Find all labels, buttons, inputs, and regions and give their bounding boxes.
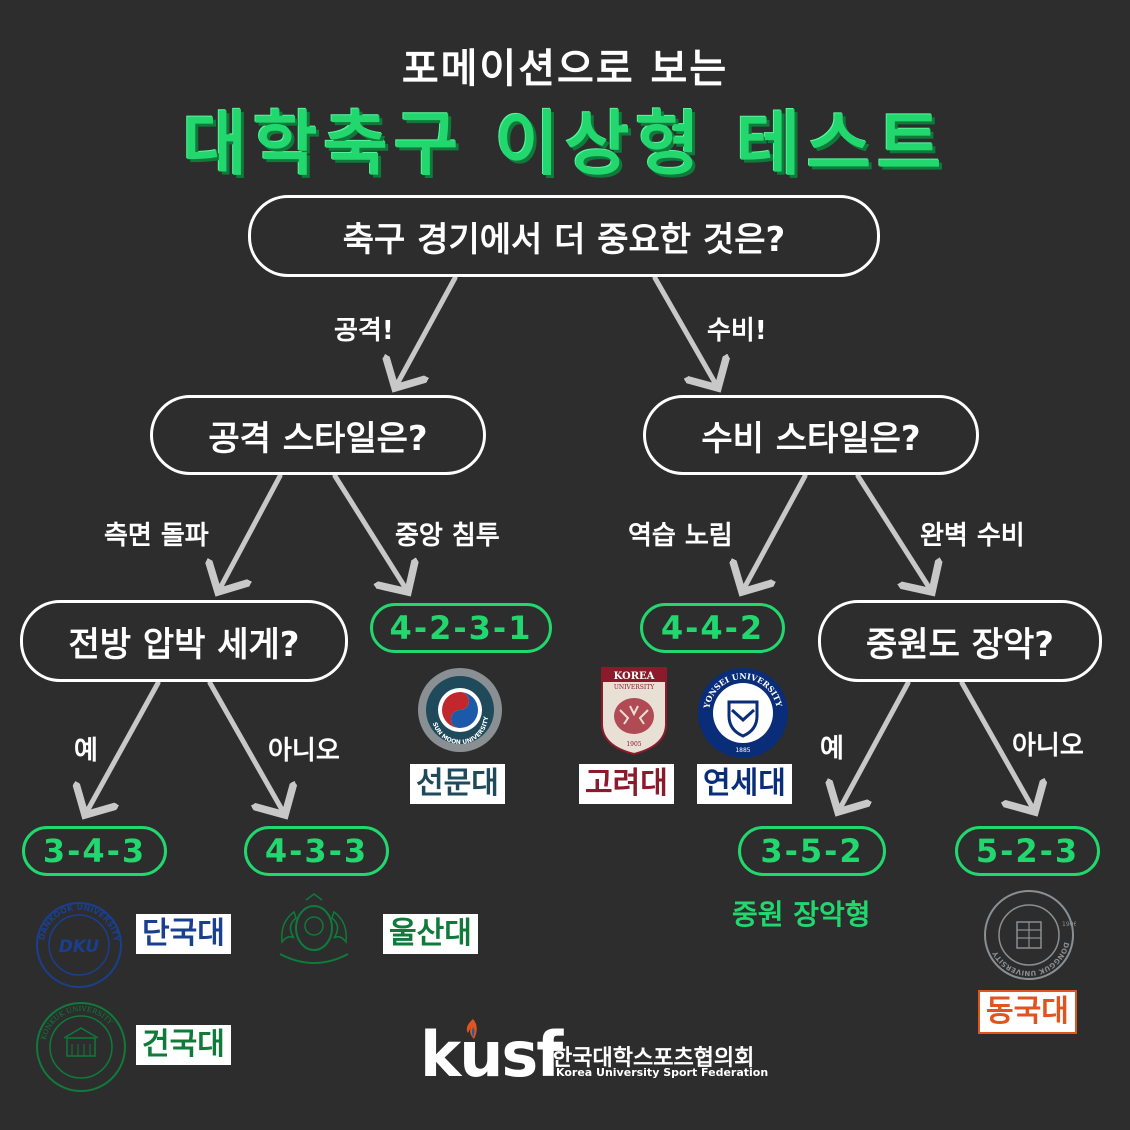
arrow-attack-wing <box>218 473 283 592</box>
dongguk-seal-year: 1906 <box>1062 921 1076 928</box>
question-midfield: 중원도 장악? <box>818 600 1102 682</box>
arrow-press-yes <box>85 680 161 815</box>
univ-name-konkuk: 건국대 <box>136 1025 231 1065</box>
result-5-2-3: 5-2-3 <box>955 826 1100 876</box>
univ-name-dankook: 단국대 <box>136 914 231 954</box>
dongguk-seal-icon: DONGGUK UNIVERSITY 1906 <box>984 890 1076 980</box>
univ-name-korea: 고려대 <box>579 764 674 804</box>
question-attack-style: 공격 스타일은? <box>150 395 486 475</box>
edge-label-perfect: 완벽 수비 <box>920 521 1025 551</box>
edge-label-wing: 측면 돌파 <box>104 521 209 551</box>
arrow-defense-counter <box>742 473 808 592</box>
edge-label-attack: 공격! <box>334 316 394 346</box>
result-note-midfield: 중원 장악형 <box>732 898 871 931</box>
edge-label-center: 중앙 침투 <box>395 521 500 551</box>
edge-label-press-yes: 예 <box>74 736 98 766</box>
arrow-attack-center <box>332 473 408 592</box>
edge-label-counter: 역습 노림 <box>628 521 733 551</box>
svg-text:DONGGUK UNIVERSITY: DONGGUK UNIVERSITY <box>991 941 1070 977</box>
torch-flame-icon <box>466 1019 477 1039</box>
result-3-5-2: 3-5-2 <box>738 826 886 876</box>
edge-label-defense: 수비! <box>707 316 767 346</box>
svg-text:KONKUK UNIVERSITY: KONKUK UNIVERSITY <box>40 1005 114 1041</box>
arrow-root-defense <box>652 275 718 388</box>
konkuk-seal-icon: KONKUK UNIVERSITY <box>36 1002 126 1092</box>
brand-english-name: Korea University Sport Federation <box>556 1066 769 1079</box>
result-3-4-3: 3-4-3 <box>22 826 167 876</box>
ulsan-emblem-icon <box>279 893 349 964</box>
edge-label-press-no: 아니오 <box>268 736 340 766</box>
univ-name-sunmoon: 선문대 <box>410 764 505 804</box>
brand-wordmark: kusf <box>420 1018 563 1091</box>
univ-name-ulsan: 울산대 <box>383 914 478 954</box>
korea-crest-sub: UNIVERSITY <box>614 684 655 691</box>
yonsei-seal-icon: YONSEI UNIVERSITY 1885 <box>698 668 788 758</box>
univ-name-dongguk: 동국대 <box>978 990 1077 1034</box>
result-4-4-2: 4-4-2 <box>640 603 785 653</box>
univ-name-yonsei: 연세대 <box>697 764 792 804</box>
result-4-2-3-1: 4-2-3-1 <box>370 603 552 653</box>
arrow-mid-yes <box>838 680 911 812</box>
yonsei-seal-year: 1885 <box>735 747 750 754</box>
arrow-root-attack <box>395 275 458 388</box>
dongguk-seal-text: DONGGUK UNIVERSITY <box>991 941 1070 977</box>
arrow-press-no <box>207 680 285 815</box>
question-press: 전방 압박 세게? <box>20 600 348 682</box>
question-defense-style: 수비 스타일은? <box>643 395 979 475</box>
question-root: 축구 경기에서 더 중요한 것은? <box>248 195 880 277</box>
arrow-defense-perfect <box>855 473 932 592</box>
brand-korean-name: 한국대학스포츠협의회 <box>552 1046 755 1071</box>
dankook-seal-mark: DKU <box>59 937 100 957</box>
konkuk-seal-text: KONKUK UNIVERSITY <box>40 1005 114 1041</box>
korea-crest-icon: KOREA UNIVERSITY 1905 <box>601 667 667 756</box>
title-subtitle: 포메이션으로 보는 <box>401 46 729 92</box>
result-4-3-3: 4-3-3 <box>244 826 389 876</box>
korea-crest-year: 1905 <box>626 741 641 748</box>
sunmoon-seal-icon: SUN MOON UNIVERSITY <box>418 668 502 752</box>
korea-crest-top: KOREA <box>614 671 655 682</box>
arrow-mid-no <box>959 680 1035 812</box>
title-main: 대학축구 이상형 테스트 <box>182 103 948 185</box>
dankook-seal-icon: DANKOOK UNIVERSITY DKU <box>36 902 122 988</box>
edge-label-mid-yes: 예 <box>820 734 844 764</box>
edge-label-mid-no: 아니오 <box>1012 731 1084 761</box>
